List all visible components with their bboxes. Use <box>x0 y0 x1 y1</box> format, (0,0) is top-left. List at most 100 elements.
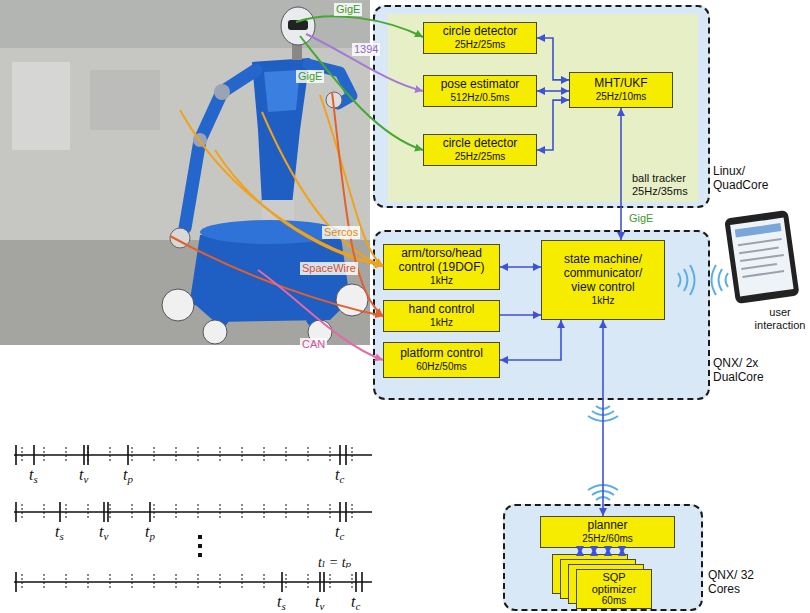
time-label: ts <box>55 524 64 542</box>
node-detail: 512Hz/0.5ms <box>451 92 510 104</box>
text-anchor: ball tracker 25Hz/35ms <box>632 172 692 198</box>
text-anchor: Sercos <box>322 226 360 239</box>
photo-window <box>12 62 70 150</box>
robot-face <box>288 20 308 30</box>
time-label: tc <box>351 594 360 612</box>
node-title: QNX/ 2x DualCore <box>713 356 775 385</box>
connector-arrow <box>607 548 609 554</box>
ellipsis-dot <box>198 544 202 548</box>
time-axis <box>14 581 372 583</box>
text-anchor: GigE <box>296 70 324 83</box>
text-anchor: tv <box>315 594 324 612</box>
node-title: circle detector <box>443 25 518 39</box>
edge-label: GigE <box>627 212 655 225</box>
node-detail: 1kHz <box>430 317 453 329</box>
robot-arm <box>308 64 352 104</box>
node-detail: 25Hz/25ms <box>455 39 506 51</box>
time-label: ts <box>277 594 286 612</box>
connector-arrow <box>500 266 541 268</box>
process-box: circle detector25Hz/25ms <box>423 134 537 166</box>
text-anchor: tc <box>335 467 344 485</box>
robot-torso <box>252 58 310 205</box>
text-anchor: GigE <box>627 212 655 225</box>
node-detail: 25Hz/60ms <box>582 533 633 545</box>
bus-label: Sercos <box>322 226 360 239</box>
robot-base <box>190 230 350 322</box>
node-detail: 60ms <box>602 595 626 607</box>
time-label: tv <box>79 467 88 485</box>
robot-wheel <box>162 289 194 321</box>
connector-arrow <box>621 548 623 554</box>
text-anchor: tc <box>335 524 344 542</box>
process-box: circle detector25Hz/25ms <box>423 22 537 54</box>
time-label: tv <box>99 524 108 542</box>
process-box: hand control1kHz <box>383 300 500 332</box>
connector-arrow <box>620 108 622 240</box>
connector-arrow <box>500 314 541 316</box>
time-label: tp <box>145 524 155 542</box>
connector-arrow <box>579 548 581 554</box>
time-label: ts <box>29 467 38 485</box>
node-title: circle detector <box>443 137 518 151</box>
text-anchor: 1394 <box>352 43 380 56</box>
time-tick <box>22 574 352 590</box>
photo-ceiling <box>0 0 370 48</box>
tablet-content <box>738 239 786 277</box>
node-title: Linux/ QuadCore <box>713 164 775 193</box>
connector-arrow <box>537 90 569 92</box>
bus-label: GigE <box>334 3 362 16</box>
connector-arrow <box>602 320 604 516</box>
node-detail: 1kHz <box>592 295 615 307</box>
sercos-wire <box>215 150 383 266</box>
text-anchor: QNX/ 32 Cores <box>708 568 760 597</box>
wireless-symbol <box>588 485 618 500</box>
text-anchor: tv <box>79 467 88 485</box>
node-title: QNX/ 32 Cores <box>708 568 760 597</box>
process-box: platform control60Hz/50ms <box>383 342 500 378</box>
spacewire-wire <box>170 236 383 316</box>
event-tick <box>16 502 346 522</box>
time-label: tc <box>335 524 344 542</box>
text-anchor: tc <box>351 594 360 612</box>
time-tick <box>22 504 352 520</box>
photo-wall <box>90 70 160 130</box>
bus-label: CAN <box>300 338 327 351</box>
sercos-wire <box>180 110 383 266</box>
connector-arrow <box>537 100 569 150</box>
node-detail: 1kHz <box>430 275 453 287</box>
process-box: MHT/UKF25Hz/10ms <box>569 72 673 108</box>
tablet-bar <box>735 223 782 237</box>
timing-diagram <box>14 445 372 592</box>
text-anchor: CAN <box>300 338 327 351</box>
spacewire-wire <box>332 92 383 316</box>
robot-wheel <box>203 320 227 344</box>
node-title: ball tracker 25Hz/35ms <box>632 172 692 198</box>
text-anchor: SpaceWire <box>300 262 358 275</box>
text-anchor: QNX/ 2x DualCore <box>713 356 775 385</box>
text-anchor: tₗ = tₚ <box>318 555 351 570</box>
robot-neck <box>292 40 302 60</box>
sercos-wire <box>262 112 383 266</box>
host-region: QNX/ 32 Coresplanner25Hz/60msSQP optimiz… <box>503 504 703 611</box>
host-region: QNX/ 2x DualCorearm/torso/head control (… <box>373 230 710 400</box>
node-title: SQP optimizer <box>581 571 647 595</box>
robot-base-top <box>200 220 340 244</box>
gige-wire <box>300 36 423 150</box>
tablet-icon <box>724 210 799 304</box>
robot-hand <box>170 228 190 248</box>
robot-photo <box>0 0 370 345</box>
robot-chest <box>264 70 300 112</box>
node-title: hand control <box>408 303 474 317</box>
wireless-symbol <box>712 265 729 295</box>
device-label: user interaction <box>750 306 810 331</box>
node-title: planner <box>587 519 627 533</box>
firewire-wire <box>306 34 423 91</box>
text-anchor: ts <box>55 524 64 542</box>
time-tick <box>22 447 352 463</box>
robot-wheel <box>336 284 368 316</box>
text-anchor: tp <box>123 467 133 485</box>
bus-label: SpaceWire <box>300 262 358 275</box>
event-tick <box>16 445 346 465</box>
robot-leg <box>178 300 352 332</box>
